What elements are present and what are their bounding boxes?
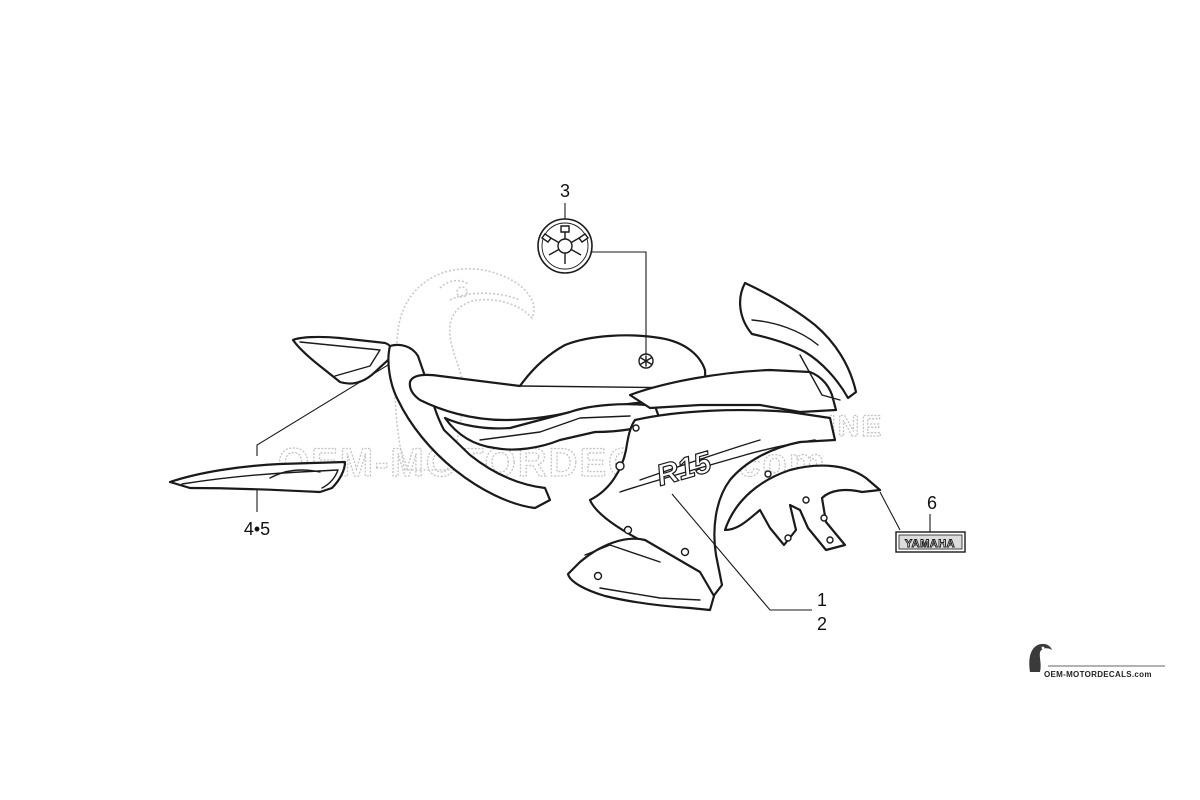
yamaha-decal-6: YAMAHA [895, 531, 966, 553]
yamaha-plate-text: YAMAHA [905, 538, 955, 550]
emblem-decal-3 [537, 218, 593, 274]
bird-logo-icon [1029, 643, 1052, 672]
tail-decal-4-5 [168, 460, 347, 494]
tuning-fork-icon [540, 225, 590, 264]
inner-side-panel [723, 464, 882, 552]
lower-cowl [566, 537, 716, 612]
callout-6: 6 [927, 493, 937, 513]
side-fairing-panel: R15 [588, 408, 837, 600]
leader-45-to-cowl [256, 364, 389, 456]
leader-lines [256, 203, 931, 611]
leader-3-to-tank [592, 251, 647, 354]
leader-1-2 [671, 493, 812, 611]
front-upper-fairing [628, 281, 858, 414]
callout-3: 3 [560, 181, 570, 201]
corner-logo-text: OEM-MOTORDECALS.com [1044, 670, 1152, 679]
watermark-bird-logo [394, 268, 535, 471]
callout-4-5: 4•5 [244, 519, 270, 539]
corner-logo: OEM-MOTORDECALS.com [1029, 643, 1165, 679]
callout-2: 2 [817, 614, 827, 634]
leader-6-to-panel [879, 491, 901, 531]
callout-1: 1 [817, 590, 827, 610]
